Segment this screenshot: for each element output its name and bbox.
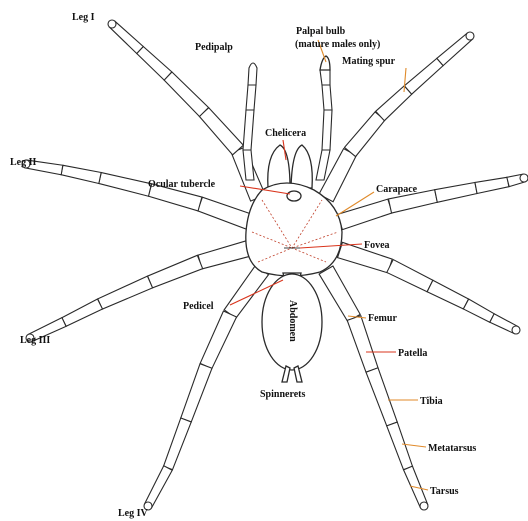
leg-iii-left-segment xyxy=(198,240,252,269)
label-tibia: Tibia xyxy=(420,396,443,407)
label-palpal-bulb: Palpal bulb xyxy=(296,26,346,37)
leg-iv-left-segment xyxy=(164,418,192,470)
leg-ii-left-segment xyxy=(198,197,253,229)
leg-i-right-segment xyxy=(376,86,412,121)
leg-iii-right-segment xyxy=(387,260,433,292)
leg-iii-left-segment xyxy=(62,299,103,326)
label-patella: Patella xyxy=(398,348,427,359)
leg-iii-right xyxy=(338,242,520,334)
label-tarsus: Tarsus xyxy=(430,486,459,497)
leg-iv-left-segment xyxy=(200,311,236,369)
leg-iv-right-segment xyxy=(319,266,360,322)
leg-i-left-segment xyxy=(137,46,172,80)
label-chelicera: Chelicera xyxy=(265,128,306,139)
label-leg-ii: Leg II xyxy=(10,157,37,168)
label-ocular-tubercle: Ocular tubercle xyxy=(148,179,216,190)
leg-iii-left-segment xyxy=(148,255,203,288)
leg-iv-left-segment xyxy=(224,265,268,318)
leg-i-left-tip xyxy=(108,20,116,28)
leg-iv-right xyxy=(319,266,428,510)
pedipalp-left xyxy=(243,63,257,180)
leg-i-right-tip xyxy=(466,32,474,40)
label-fovea: Fovea xyxy=(364,240,390,251)
leg-ii-right-segment xyxy=(338,199,393,229)
leg-ii-left-segment xyxy=(99,173,152,197)
pedipalp-right xyxy=(316,56,332,180)
label-spinnerets: Spinnerets xyxy=(260,389,305,400)
label-femur: Femur xyxy=(368,313,397,324)
leg-iv-right-segment xyxy=(366,368,397,426)
ocular-tubercle xyxy=(287,191,301,201)
leg-i-left xyxy=(108,20,265,201)
label-leg-i: Leg I xyxy=(72,12,95,23)
label-leg-iv: Leg IV xyxy=(118,508,149,519)
leg-ii-right xyxy=(338,174,528,230)
leg-iii-right-segment xyxy=(427,280,468,309)
leg-i-right-segment xyxy=(344,112,384,157)
leg-ii-right-segment xyxy=(475,177,509,193)
chelicerae xyxy=(268,145,313,188)
leg-ii-left-segment xyxy=(61,165,101,183)
leg-i-left-segment xyxy=(164,72,208,116)
label-pedicel: Pedicel xyxy=(183,301,214,312)
leg-iii-left-segment xyxy=(98,276,153,309)
label-palpal-bulb-note: (mature males only) xyxy=(295,39,380,50)
leg-iv-right-segment xyxy=(387,422,413,470)
leg-ii-left xyxy=(22,160,253,230)
leg-iii-right-tip xyxy=(512,326,520,334)
label-mating-spur: Mating spur xyxy=(342,56,396,67)
label-carapace: Carapace xyxy=(376,184,418,195)
leg-ii-right-segment xyxy=(435,183,477,203)
label-leg-iii: Leg III xyxy=(20,335,50,346)
leg-ii-right-tip xyxy=(520,174,528,182)
leg-i-left-segment xyxy=(199,108,243,155)
leg-iv-right-tip xyxy=(420,502,428,510)
leg-iii-right-segment xyxy=(463,299,494,322)
label-abdomen: Abdomen xyxy=(287,300,298,342)
label-pedipalp: Pedipalp xyxy=(195,42,233,53)
leg-i-right-segment xyxy=(404,58,443,94)
leg-iv-left-segment xyxy=(181,364,212,422)
leg-iv-right-segment xyxy=(347,316,378,372)
label-metatarsus: Metatarsus xyxy=(428,443,476,454)
